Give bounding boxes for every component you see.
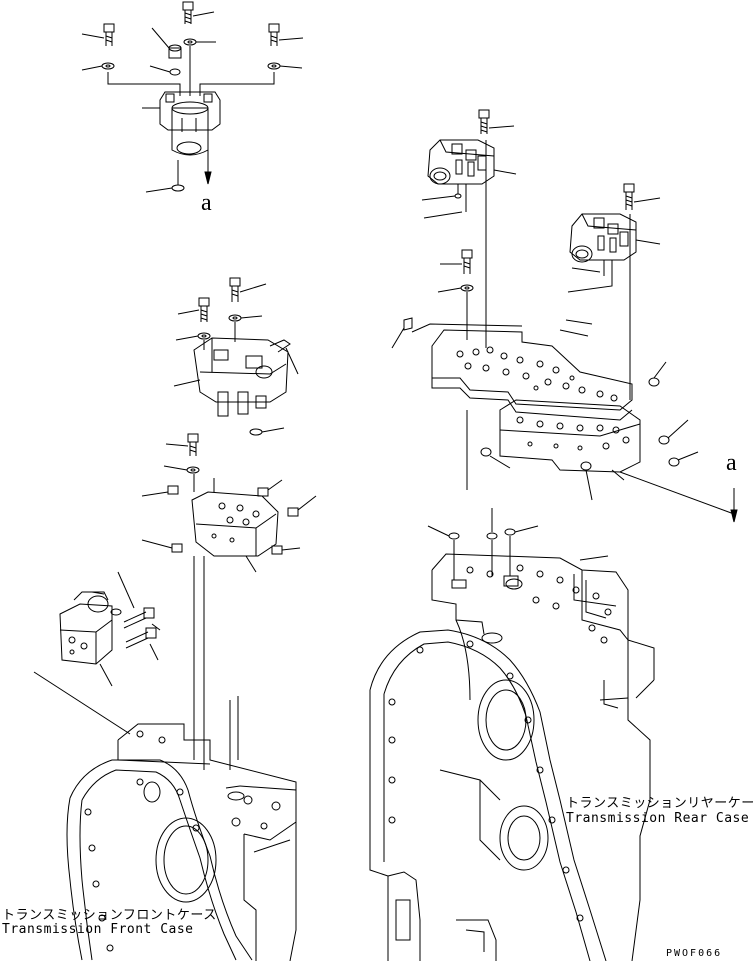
drawing-code: PWOF066 xyxy=(666,948,723,959)
transmission-rear-case xyxy=(370,554,654,961)
rear-case-label-en: Transmission Rear Case xyxy=(566,811,750,826)
lower-block-fasteners xyxy=(164,434,199,473)
right-solenoid-1 xyxy=(422,110,516,348)
valve-body-fasteners xyxy=(438,250,473,490)
transmission-front-case xyxy=(67,724,296,961)
front-case-label-en: Transmission Front Case xyxy=(2,922,194,937)
bolt-top-left xyxy=(82,24,114,46)
lower-valve-block xyxy=(142,474,316,572)
small-valve-assembly xyxy=(34,572,160,734)
middle-valve-assembly xyxy=(174,278,298,435)
front-case-label-jp: トランスミッションフロントケース xyxy=(2,908,217,923)
bolt-top-center xyxy=(183,2,214,24)
washer xyxy=(184,39,196,45)
assembly-guide-lines xyxy=(194,556,238,770)
rear-case-label-jp: トランスミッションリヤーケース xyxy=(566,796,753,811)
rear-case-orings xyxy=(428,508,608,580)
bolt-top-right xyxy=(269,24,303,46)
callout-a-right: a xyxy=(726,450,737,476)
callout-a-top: a xyxy=(201,190,212,216)
top-solenoid-assembly xyxy=(82,2,303,192)
right-solenoid-2 xyxy=(568,184,660,400)
main-valve-body xyxy=(392,318,737,522)
